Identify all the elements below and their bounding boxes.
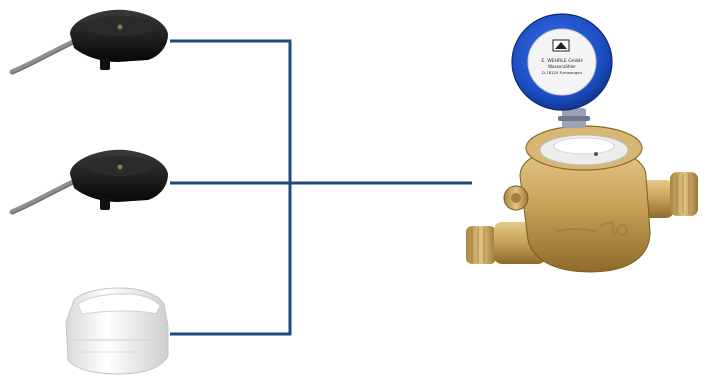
lid-text-line-2: Wasserzähler — [548, 64, 576, 69]
register-indicator-icon — [594, 152, 598, 156]
white-radio-module — [66, 288, 168, 374]
black-pulse-sensor-middle — [12, 150, 168, 214]
lid-hinge-pin-icon — [558, 116, 590, 121]
sensor-foot-icon — [100, 58, 110, 70]
register-dial-icon — [554, 138, 614, 154]
black-pulse-sensor-top — [12, 10, 168, 74]
line-from-white-module — [170, 183, 290, 334]
valve-knob-center-icon — [511, 193, 521, 203]
lid-text-line-3: D-78120 Furtwangen — [542, 70, 583, 75]
inlet-thread-icon — [466, 226, 496, 264]
screw-icon — [118, 25, 123, 30]
sensor-foot-icon — [100, 198, 110, 210]
connector-lines — [170, 41, 472, 334]
screw-icon — [118, 165, 123, 170]
line-from-top-sensor — [170, 41, 290, 183]
water-meter: E. WEHRLE GmbH Wasserzähler D-78120 Furt… — [466, 14, 698, 272]
outlet-thread-icon — [670, 172, 698, 216]
